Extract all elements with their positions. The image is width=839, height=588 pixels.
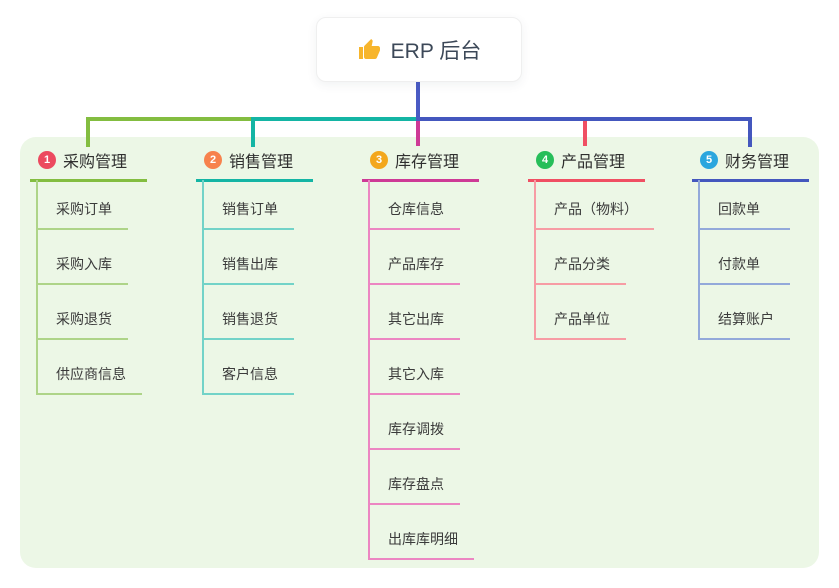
branch-5: 5 财务管理 回款单付款单结算账户 <box>692 148 809 340</box>
child-node: 产品单位 <box>534 285 626 340</box>
branch-vertical-line <box>368 180 370 560</box>
thumbs-up-icon <box>357 38 381 62</box>
branch-number-badge: 2 <box>204 151 222 169</box>
child-node: 结算账户 <box>698 285 790 340</box>
child-node: 库存盘点 <box>368 450 460 505</box>
child-node: 付款单 <box>698 230 790 285</box>
child-node: 产品库存 <box>368 230 460 285</box>
child-node: 销售订单 <box>202 175 294 230</box>
branch-number-badge: 4 <box>536 151 554 169</box>
bus-segment-branch-5 <box>416 117 752 121</box>
child-node: 采购退货 <box>36 285 128 340</box>
child-node: 采购入库 <box>36 230 128 285</box>
child-node: 出库库明细 <box>368 505 474 560</box>
drop-line-branch-5 <box>748 117 752 147</box>
branch-children: 销售订单销售出库销售退货客户信息 <box>202 175 294 395</box>
branch-header: 5 财务管理 <box>692 148 809 182</box>
branch-1: 1 采购管理 采购订单采购入库采购退货供应商信息 <box>30 148 147 395</box>
drop-line-branch-3 <box>416 121 420 146</box>
drop-line-branch-4 <box>583 121 587 146</box>
root-node-label: ERP 后台 <box>390 39 482 63</box>
branch-label: 采购管理 <box>63 154 128 171</box>
bus-segment-branch-2 <box>251 117 420 121</box>
child-node: 采购订单 <box>36 175 128 230</box>
branches-panel <box>20 137 819 568</box>
root-drop-line <box>416 82 420 121</box>
drop-line-branch-2 <box>251 117 255 147</box>
branch-2: 2 销售管理 销售订单销售出库销售退货客户信息 <box>196 148 313 395</box>
branch-header: 4 产品管理 <box>528 148 645 182</box>
branch-label: 财务管理 <box>725 154 790 171</box>
child-node: 产品（物料） <box>534 175 654 230</box>
branch-3: 3 库存管理 仓库信息产品库存其它出库其它入库库存调拨库存盘点出库库明细 <box>362 148 479 560</box>
branch-number-badge: 3 <box>370 151 388 169</box>
branch-children: 采购订单采购入库采购退货供应商信息 <box>36 175 142 395</box>
child-node: 仓库信息 <box>368 175 460 230</box>
child-node: 库存调拨 <box>368 395 460 450</box>
child-node: 其它入库 <box>368 340 460 395</box>
branch-number-badge: 1 <box>38 151 56 169</box>
branch-header: 3 库存管理 <box>362 148 479 182</box>
branch-vertical-line <box>534 180 536 340</box>
branch-header: 2 销售管理 <box>196 148 313 182</box>
branch-children: 回款单付款单结算账户 <box>698 175 790 340</box>
branch-label: 产品管理 <box>561 154 626 171</box>
child-node: 回款单 <box>698 175 790 230</box>
branch-label: 库存管理 <box>395 154 460 171</box>
branch-vertical-line <box>202 180 204 395</box>
child-node: 供应商信息 <box>36 340 142 395</box>
child-node: 销售出库 <box>202 230 294 285</box>
child-node: 产品分类 <box>534 230 626 285</box>
branch-children: 产品（物料）产品分类产品单位 <box>534 175 654 340</box>
child-node: 客户信息 <box>202 340 294 395</box>
branch-vertical-line <box>698 180 700 340</box>
bus-segment-branch-1 <box>86 117 255 121</box>
branch-4: 4 产品管理 产品（物料）产品分类产品单位 <box>528 148 654 340</box>
root-node: ERP 后台 <box>316 17 522 82</box>
branch-vertical-line <box>36 180 38 395</box>
branch-children: 仓库信息产品库存其它出库其它入库库存调拨库存盘点出库库明细 <box>368 175 474 560</box>
branch-header: 1 采购管理 <box>30 148 147 182</box>
branch-label: 销售管理 <box>229 154 294 171</box>
drop-line-branch-1 <box>86 117 90 147</box>
branch-number-badge: 5 <box>700 151 718 169</box>
child-node: 其它出库 <box>368 285 460 340</box>
child-node: 销售退货 <box>202 285 294 340</box>
